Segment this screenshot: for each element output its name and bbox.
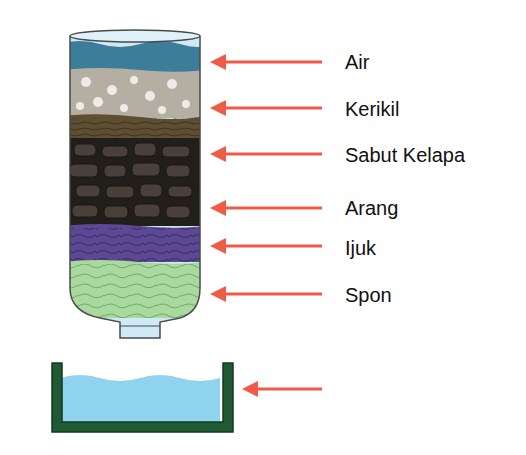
bottle-opening (70, 30, 200, 42)
water-layer (60, 41, 210, 72)
gravel-layer (60, 68, 210, 118)
layer-label: Spon (345, 283, 392, 307)
charcoal-layer (60, 138, 210, 226)
bottle-outline (70, 36, 200, 338)
container-water (60, 375, 220, 422)
bottle-neck-ring (120, 326, 160, 327)
charcoal-chunks (70, 143, 192, 218)
container (52, 363, 233, 432)
gravel-stones (76, 76, 190, 114)
bottle-layers (60, 30, 210, 350)
leader-arrows (210, 54, 322, 397)
layer-label: Air (345, 50, 369, 74)
layer-label: Arang (345, 196, 398, 220)
layer-label: Ijuk (345, 236, 376, 260)
palm-fiber-layer (60, 224, 210, 262)
layer-label: Sabut Kelapa (345, 143, 465, 167)
coconut-fiber-layer (60, 114, 210, 140)
layer-label: Kerikil (345, 97, 399, 121)
